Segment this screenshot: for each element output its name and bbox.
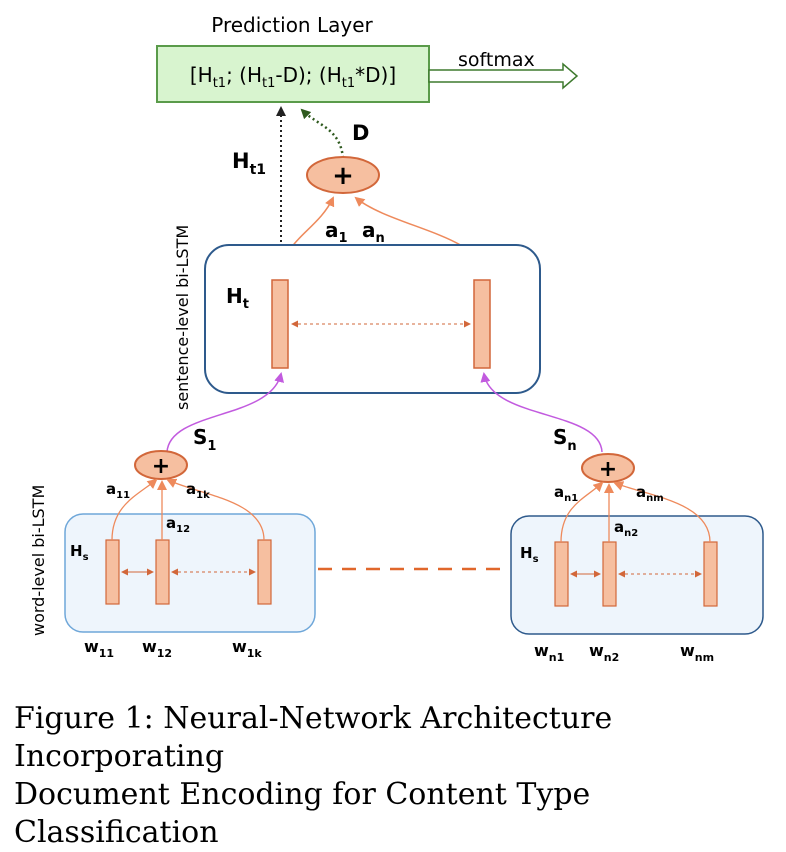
hs-label-right: Hs [520,544,539,565]
wn1-label: wn1 [534,641,564,664]
a11-arrow [111,478,158,541]
an2-label: an2 [614,518,638,539]
sn-label: Sn [553,425,577,454]
d-label: D [352,121,369,145]
plus-icon: + [152,454,170,479]
a1k-label: a1k [186,480,210,501]
word-lstm-cell [602,541,617,607]
a1-label: a1 [325,218,348,246]
wn2-label: wn2 [589,641,619,664]
prediction-layer-box [156,45,430,103]
w1k-label: w1k [232,637,262,660]
sentence-lstm-cell-last [473,279,491,369]
word-lstm-cell [257,539,272,605]
softmax-arrow [428,62,579,90]
anm-label: anm [636,483,664,504]
a12-label: a12 [166,514,190,535]
wnm-label: wnm [680,641,714,664]
ht1-label: Ht1 [232,149,266,178]
w12-label: w12 [142,637,172,660]
sentence-lstm-cell-first [271,279,289,369]
figure-caption: Figure 1: Neural-Network Architecture In… [14,700,784,852]
word-lstm-cell [703,541,718,607]
sentence1-sum-node [134,450,188,480]
an-label: an [362,218,385,246]
word-lstm-cell [155,539,170,605]
prediction-formula: [Ht1; (Ht1-D); (Ht1*D)] [190,63,396,91]
a1k-arrow [166,478,265,541]
s1-label: S1 [193,425,216,454]
document-sum-node [306,156,380,194]
caption-line-1: Figure 1: Neural-Network Architecture In… [14,701,613,774]
ht-label: Ht [226,284,249,312]
architecture-diagram: Prediction Layer [Ht1; (Ht1-D); (Ht1*D)]… [29,13,764,664]
sentence-level-label: sentence-level bi-LSTM [173,225,192,410]
word-lstm-cell [554,541,569,607]
s1-arrow [166,372,284,453]
plus-icon: + [599,457,617,482]
anm-arrow [613,481,711,543]
an1-arrow [560,481,604,543]
sentencen-sum-node [581,453,635,483]
an1-label: an1 [554,483,578,504]
prediction-layer-title: Prediction Layer [211,13,373,37]
d-connector [300,108,345,159]
word-level-label: word-level bi-LSTM [29,485,48,636]
w11-label: w11 [84,637,114,660]
word-lstm-cell [105,539,120,605]
hs-label-left: Hs [70,542,89,563]
a11-label: a11 [106,480,130,501]
caption-line-2: Document Encoding for Content Type Class… [14,777,591,850]
softmax-label: softmax [458,49,535,71]
sn-arrow [480,372,603,453]
plus-icon: + [332,161,354,191]
